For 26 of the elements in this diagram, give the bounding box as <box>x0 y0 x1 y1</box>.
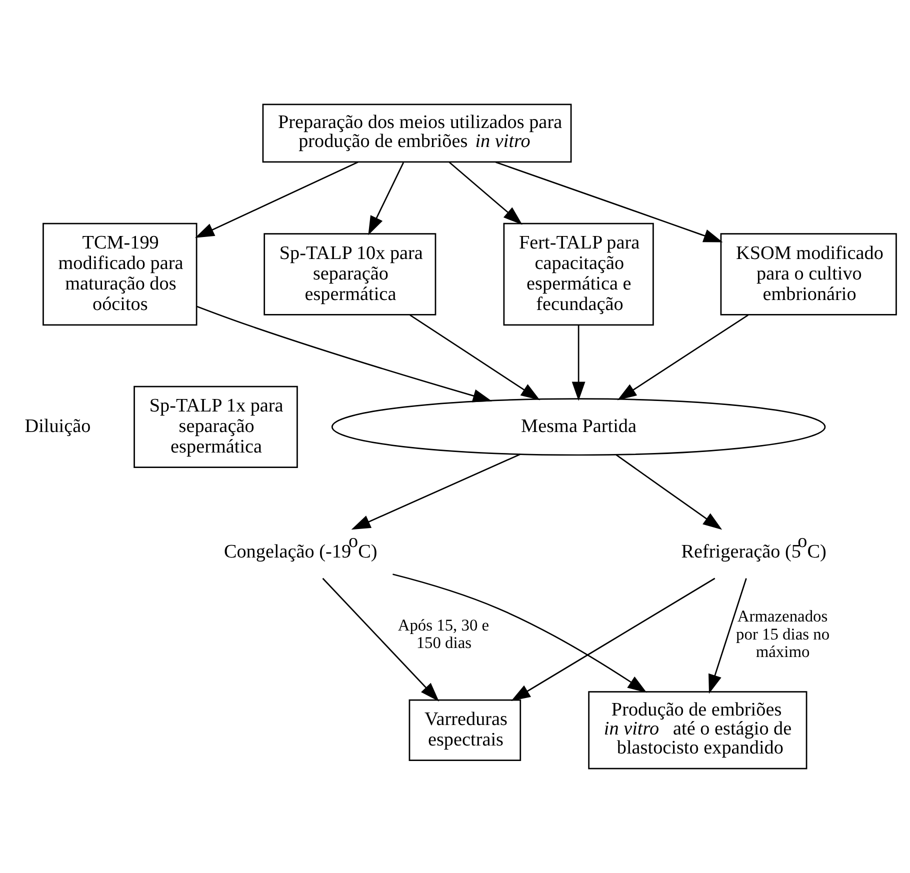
arrow <box>351 454 521 530</box>
node-box: Preparação dos meios utilizados para produção de embriões in vitro <box>262 104 572 163</box>
arrow <box>368 162 404 236</box>
arrow <box>511 578 716 702</box>
arrow <box>448 162 522 225</box>
node-box: Produção de embriões in vitro até o estágio de blastocisto expandido <box>588 691 808 770</box>
arrow <box>195 161 358 238</box>
node-box: TCM-199 modificado para maturação dos oócitos <box>42 222 198 326</box>
arrow <box>708 578 747 694</box>
node-box: Sp-TALP 10x para separação espermática <box>264 233 436 316</box>
node-box: Fert-TALP para capacitação espermática e fecundação <box>503 222 654 326</box>
node-box: KSOM modificado para o cultivo embrionário <box>720 233 897 316</box>
arrow <box>410 314 540 400</box>
arrow <box>392 574 647 693</box>
arrow <box>572 325 586 401</box>
edge-label: Armazenados por 15 dias no máximo <box>736 606 830 662</box>
arrow <box>616 454 722 530</box>
arrow <box>196 306 492 402</box>
node-ellipse: Mesma Partida <box>331 398 826 456</box>
arrow <box>322 578 440 702</box>
arrow <box>617 314 749 400</box>
node-box: Varreduras espectrais <box>408 699 522 761</box>
node-label: Diluição <box>24 416 91 437</box>
edge-label: Após 15, 30 e 150 dias <box>398 615 490 652</box>
node-box: Sp-TALP 1x para separação espermática <box>134 386 298 468</box>
arrow <box>496 162 723 242</box>
